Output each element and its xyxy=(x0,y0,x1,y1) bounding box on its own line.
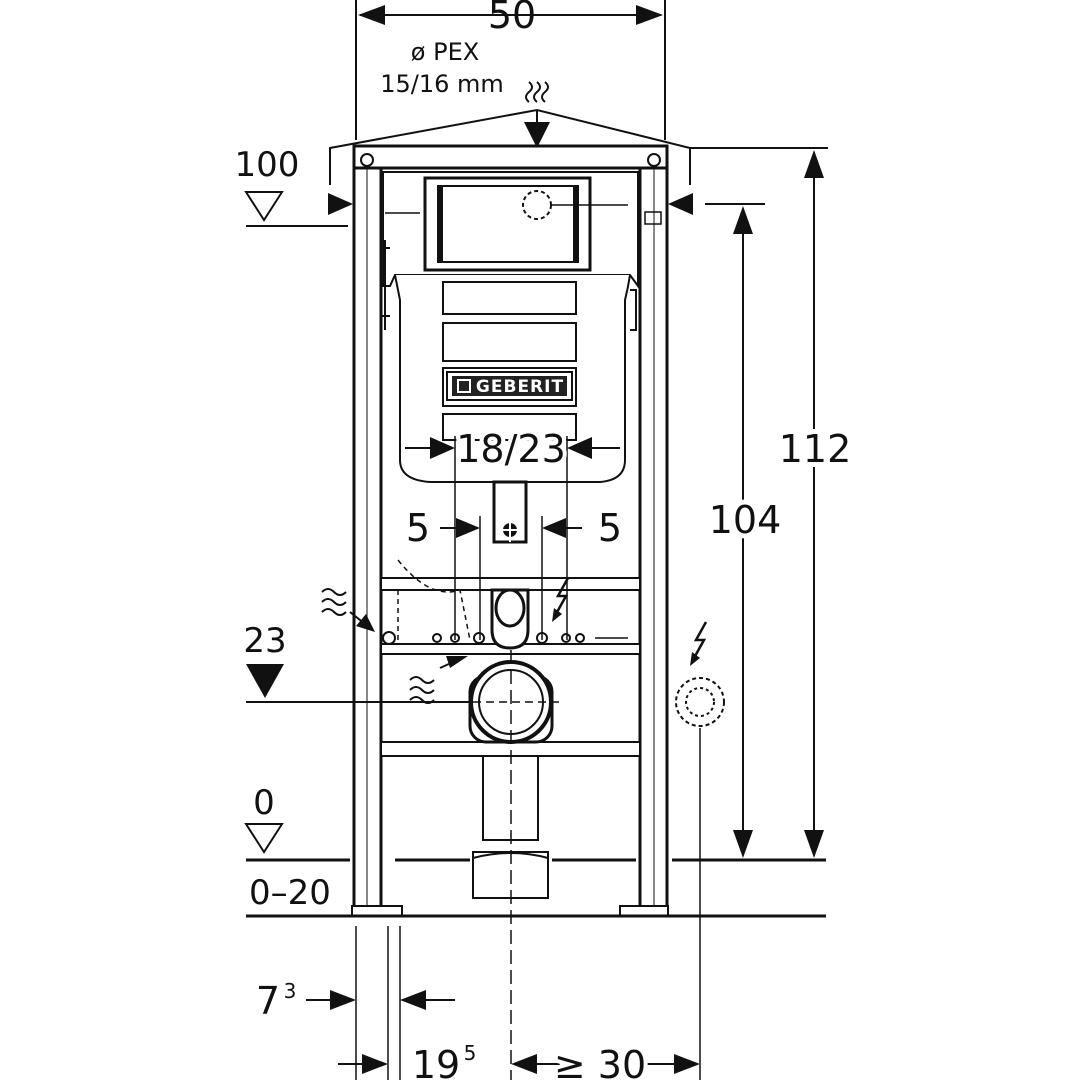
level-0-label: 0 xyxy=(253,783,275,823)
brand-logo-text: GEBERIT xyxy=(476,377,564,397)
socket xyxy=(675,677,725,1080)
width-dimension xyxy=(355,0,666,140)
drain-outlet xyxy=(460,650,560,1080)
floor-range-label: 0–20 xyxy=(249,873,331,913)
left-offset-sup: 3 xyxy=(284,979,297,1003)
left-offset-label: 7 xyxy=(256,979,280,1023)
frame xyxy=(351,144,669,918)
drain-offset-sup: 5 xyxy=(464,1041,477,1065)
bolt-dimensions xyxy=(405,436,620,640)
water-wave-icon xyxy=(321,588,347,616)
level-100-label: 100 xyxy=(235,145,300,185)
pex-size-label: 15/16 mm xyxy=(380,70,504,98)
lightning-icon xyxy=(552,577,708,666)
height-104-label: 104 xyxy=(709,498,782,542)
level-23-label: 23 xyxy=(243,621,286,661)
drain-offset-label: 19 xyxy=(412,1043,460,1080)
offset-right-label: 5 xyxy=(598,506,622,550)
water-wave-icon xyxy=(409,676,435,704)
brand-logo xyxy=(446,371,573,401)
min-distance-label: ≥ 30 xyxy=(554,1043,646,1080)
floor-lines xyxy=(246,858,826,918)
height-dimensions xyxy=(690,147,828,858)
bottom-dimensions xyxy=(306,926,700,1080)
level-markers xyxy=(244,191,693,854)
pex-pointer xyxy=(329,81,691,185)
height-112-label: 112 xyxy=(779,427,852,471)
pex-label: ø PEX xyxy=(411,38,479,66)
width-label: 50 xyxy=(488,0,536,37)
cistern xyxy=(380,171,662,650)
offset-left-label: 5 xyxy=(406,506,430,550)
water-wave-icon xyxy=(525,81,549,103)
bolt-spacing-label: 18/23 xyxy=(456,427,566,471)
